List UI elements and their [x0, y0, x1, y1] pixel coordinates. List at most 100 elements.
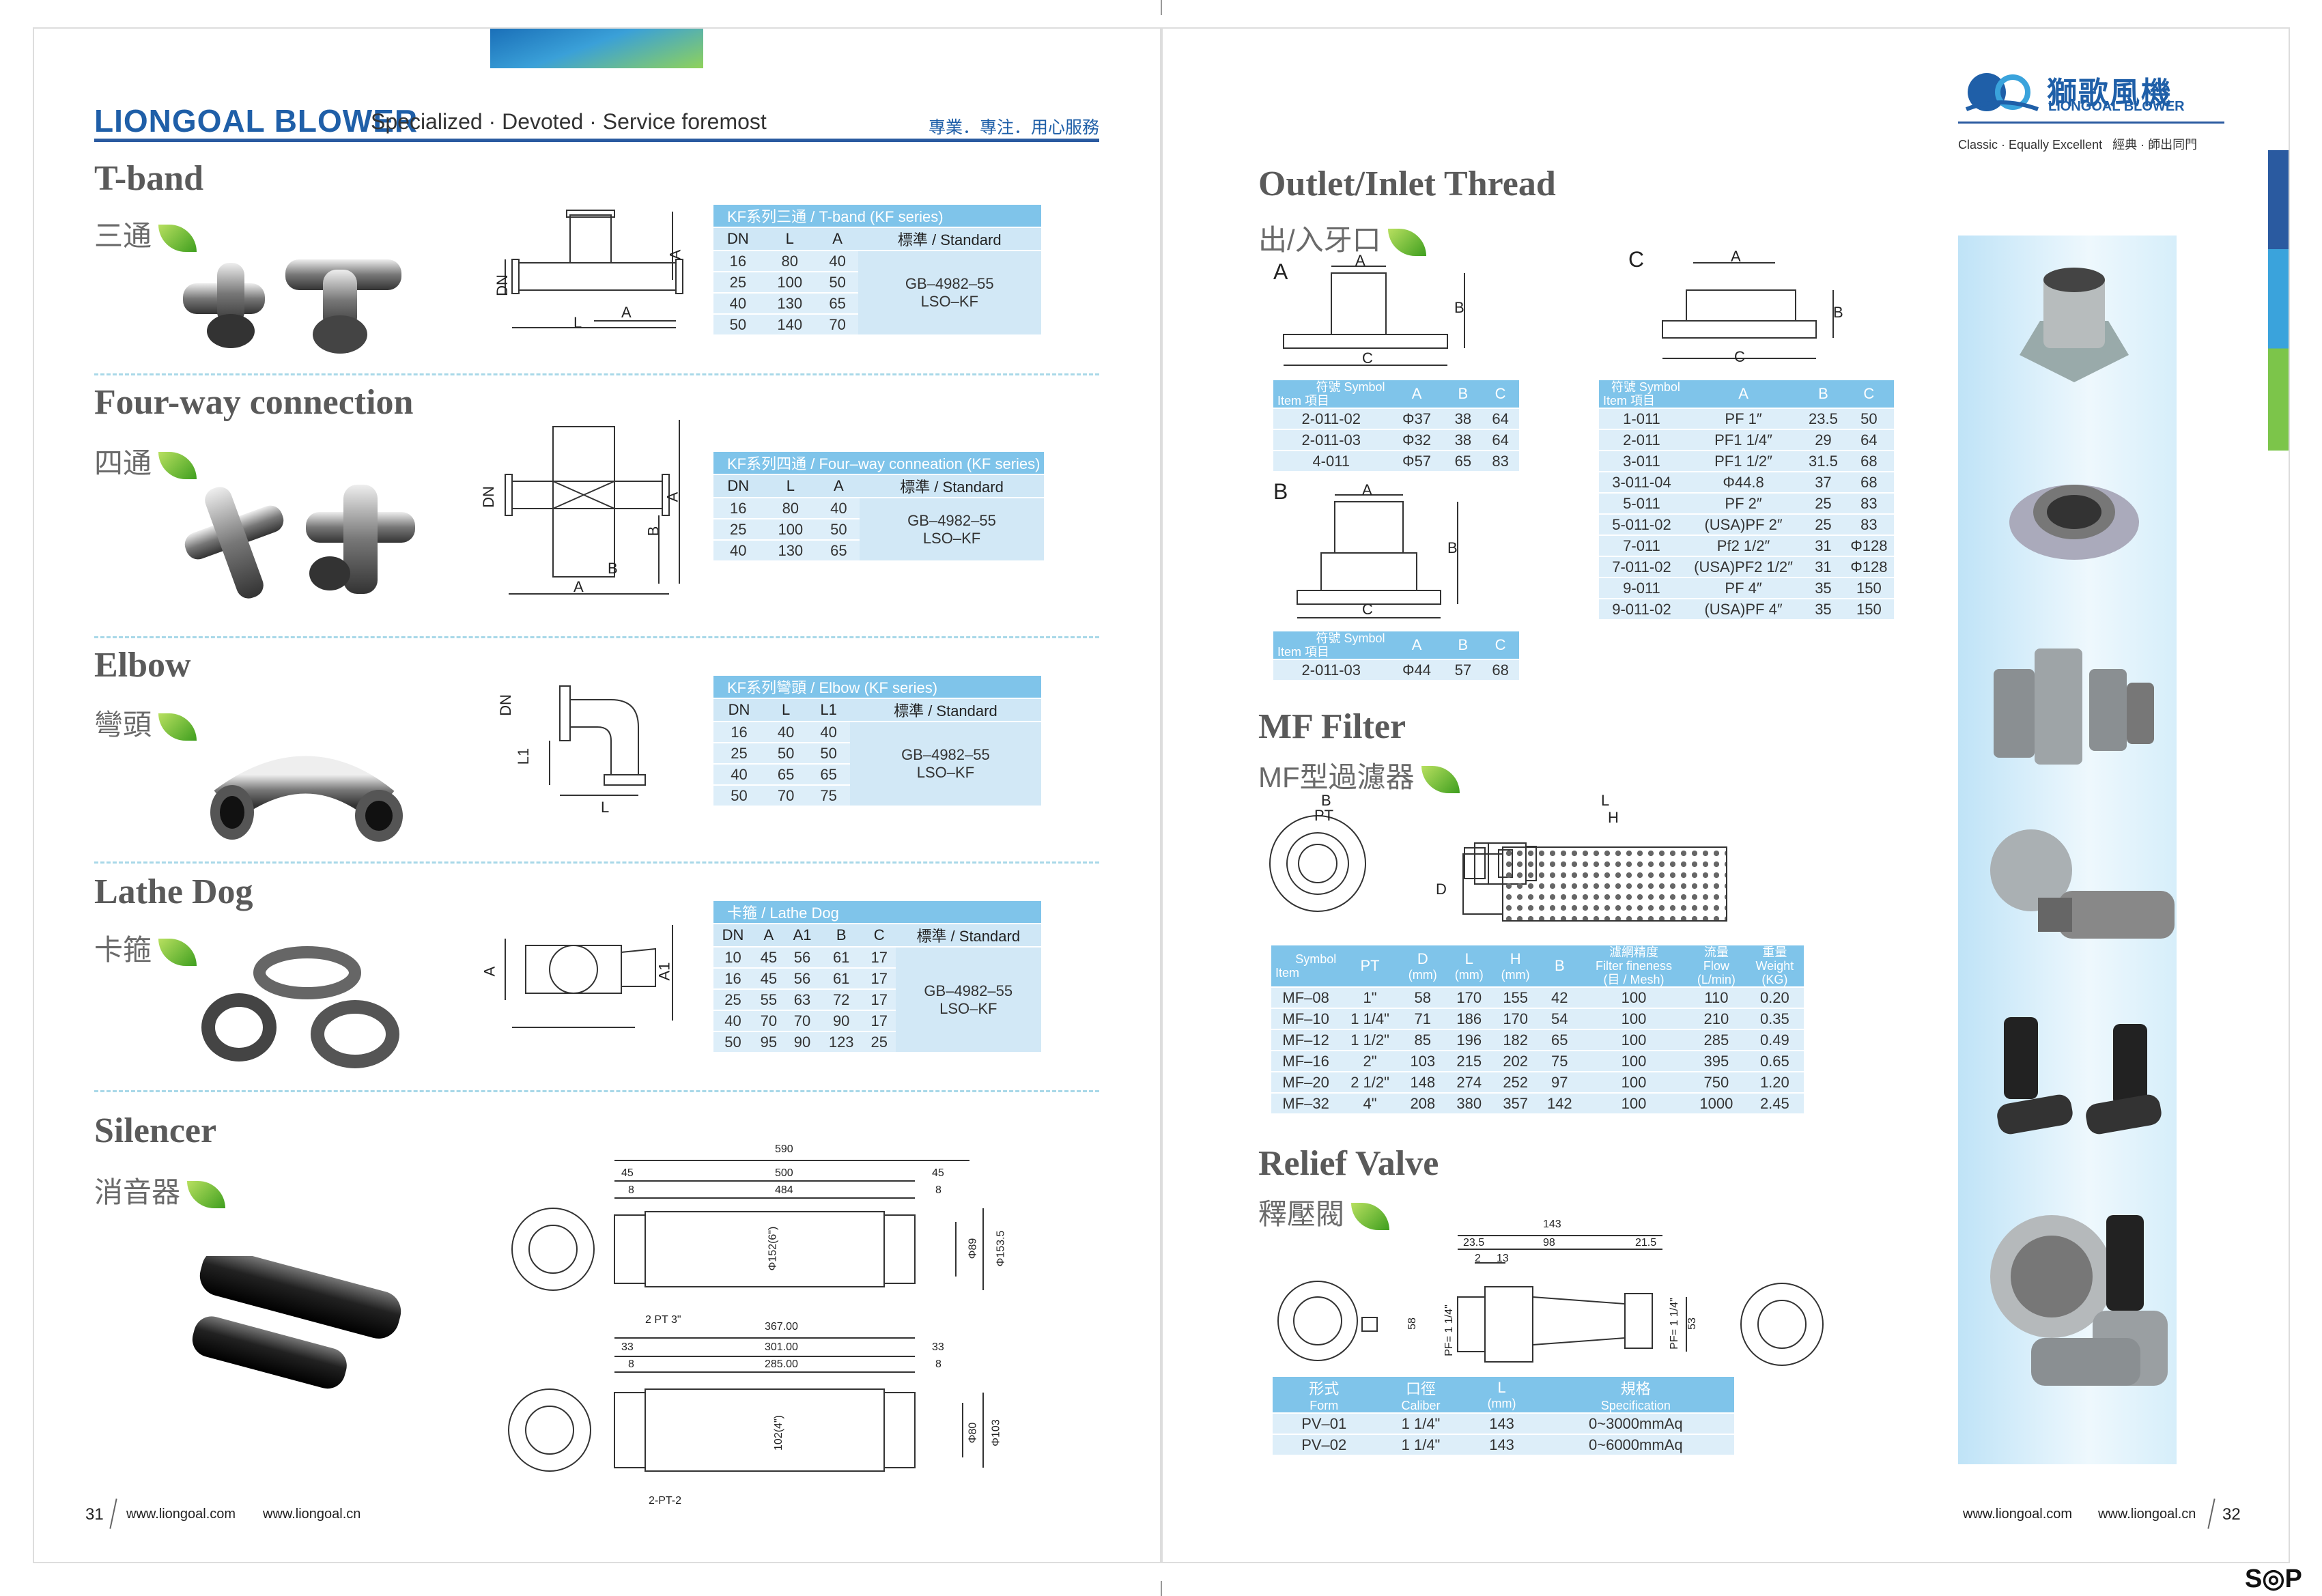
dim-a: A — [1362, 481, 1372, 498]
dim-dn: DN — [479, 486, 497, 508]
dim-500: 500 — [775, 1167, 793, 1179]
dim-13: 13 — [1497, 1253, 1509, 1264]
crop-mark — [1161, 0, 1162, 15]
fourway-table: KF系列四通 / Four–way conneation (KF series)… — [713, 452, 1045, 562]
product-photo-silencer — [184, 1249, 444, 1399]
table-caption: KF系列四通 / Four–way conneation (KF series) — [713, 452, 1045, 475]
dim-b: B — [1321, 792, 1331, 809]
dim-23-5: 23.5 — [1463, 1237, 1485, 1249]
dim-phi102: 102(4") — [772, 1415, 784, 1451]
leaf-icon — [158, 938, 197, 966]
footer-link[interactable]: www.liongoal.com — [1963, 1507, 2073, 1522]
dim-phi89: Φ89 — [967, 1238, 979, 1259]
dim-l1: L1 — [515, 747, 533, 765]
diagram-label-b: B — [1273, 479, 1288, 504]
dim-285: 285.00 — [765, 1358, 798, 1370]
leaf-icon — [187, 1180, 226, 1208]
dim-phi152: Φ152(6") — [767, 1226, 779, 1271]
tband-drawing: DN L A A — [492, 205, 696, 334]
dim-484: 484 — [775, 1184, 793, 1196]
slogan: Specialized · Devoted · Service foremost — [371, 109, 767, 134]
footer-link[interactable]: www.liongoal.cn — [2098, 1507, 2196, 1522]
dim-58: 58 — [1406, 1317, 1418, 1330]
diagram-label-a: A — [1273, 259, 1288, 284]
mf-drawing: B PT L H D — [1266, 792, 1744, 935]
section-subtitle-fourway: 四通 — [94, 440, 197, 482]
slogan-cn: 專業．專注．用心服務 — [929, 118, 1100, 137]
dim-a: A — [574, 578, 584, 595]
dim-590: 590 — [775, 1143, 793, 1155]
dim-b: B — [1833, 304, 1843, 321]
dim-a: A — [481, 966, 498, 977]
section-subtitle-lathedog: 卡箍 — [94, 927, 197, 969]
dim-a: A — [1731, 248, 1741, 265]
product-photo-lathedog — [198, 945, 410, 1068]
dim-301: 301.00 — [765, 1341, 798, 1353]
dim-l: L — [574, 314, 582, 331]
col-header: DN — [713, 474, 763, 498]
brand-mark — [1959, 68, 2041, 116]
gallery-photo-valves — [1990, 1010, 2168, 1147]
section-divider — [94, 373, 1099, 375]
outlet-drawing-a: A B C — [1277, 252, 1482, 372]
section-subtitle-mf: MF型過濾器 — [1258, 754, 1460, 796]
col-header: DN — [713, 698, 765, 722]
brand-tagline: Classic · Equally Excellent 經典 · 師出同門 — [1958, 138, 2198, 152]
gallery-photo-blower-filter — [1990, 823, 2181, 959]
table-caption: 卡箍 / Lathe Dog — [713, 901, 1041, 924]
dim-phi153: Φ153.5 — [995, 1230, 1007, 1267]
dim-a: A — [1355, 252, 1365, 269]
edge-color-bar — [2268, 150, 2289, 451]
gallery-photo-flange — [2006, 259, 2142, 396]
dim-33: 33 — [621, 1341, 634, 1353]
dim-phi103: Φ103 — [990, 1419, 1002, 1447]
dim-l: L — [1601, 792, 1610, 809]
brand-name-en: LIONGOAL BLOWER — [2048, 99, 2185, 114]
col-header: L — [763, 474, 819, 498]
dim-8: 8 — [628, 1184, 634, 1196]
dim-a: A — [621, 304, 632, 321]
section-title-tband: T-band — [94, 159, 203, 198]
dim-a1: A1 — [655, 962, 673, 981]
col-header: A — [818, 474, 860, 498]
fourway-drawing: DN A B A B — [478, 413, 696, 604]
section-title-silencer: Silencer — [94, 1111, 217, 1150]
dim-c: C — [1362, 350, 1373, 367]
footer-link[interactable]: www.liongoal.cn — [263, 1507, 361, 1522]
col-header: A — [817, 227, 858, 251]
section-title-relief: Relief Valve — [1258, 1144, 1439, 1183]
dim-2: 2 — [1475, 1253, 1481, 1264]
brand-name-cn: 獅歌風機 — [2047, 76, 2172, 110]
silencer-drawing-1: 590 45 500 45 8 484 8 Φ152(6") Φ89 Φ153.… — [492, 1143, 1017, 1331]
leaf-icon — [158, 713, 197, 741]
dim-c: C — [1734, 348, 1745, 365]
dim-21-5: 21.5 — [1635, 1237, 1657, 1249]
dim-c: C — [1362, 601, 1373, 618]
col-header: 標準 / Standard — [849, 698, 1041, 722]
dim-45: 45 — [621, 1167, 634, 1179]
footer-link[interactable]: www.liongoal.com — [126, 1507, 236, 1522]
